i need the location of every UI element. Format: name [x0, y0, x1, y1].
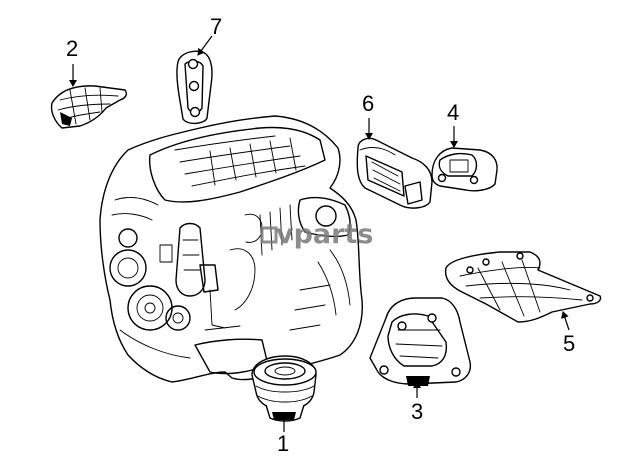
part-3-lower-bracket — [369, 297, 472, 386]
callout-1-label: 1 — [277, 431, 289, 456]
callout-4-label: 4 — [447, 100, 459, 125]
part-6-mount-bracket — [356, 137, 433, 209]
engine-illustration — [99, 115, 363, 383]
callout-5-label: 5 — [563, 331, 575, 356]
watermark: vparts — [260, 219, 373, 250]
leader-7 — [197, 35, 213, 56]
leader-5 — [561, 311, 570, 331]
part-1-engine-mount — [251, 355, 317, 422]
callout-6-label: 6 — [362, 91, 374, 116]
part-2-heat-shield — [50, 85, 128, 129]
callout-leaders — [69, 35, 570, 432]
watermark-text: vparts — [276, 219, 373, 250]
part-4-mount — [431, 147, 498, 192]
callout-2-label: 2 — [66, 36, 78, 61]
part-5-skid-plate — [444, 251, 602, 323]
callout-3-label: 3 — [411, 399, 423, 424]
callout-7-label: 7 — [210, 14, 222, 39]
part-7-bracket — [176, 50, 213, 125]
callout-labels: 1 2 3 4 5 6 7 — [66, 14, 575, 456]
